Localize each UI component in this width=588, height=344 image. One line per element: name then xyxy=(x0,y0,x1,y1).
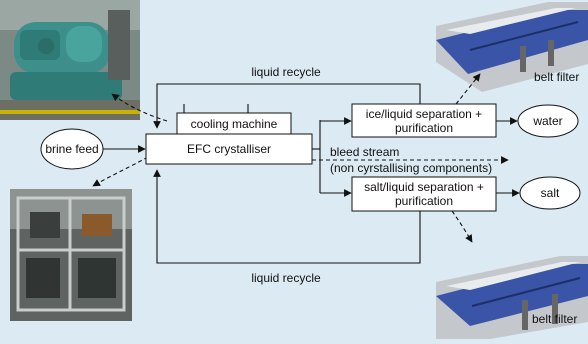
liquid-recycle-top-label: liquid recycle xyxy=(251,65,321,79)
skid-photo-link xyxy=(92,156,149,187)
belt-filter-bottom-photo xyxy=(436,256,588,339)
belt-filter-top-caption: belt filter xyxy=(534,70,579,84)
efc-crystalliser-label: EFC crystalliser xyxy=(187,142,271,156)
belt-filter-top-link xyxy=(455,73,481,105)
belt-filter-bottom-link xyxy=(451,210,473,243)
cooling-machine-node: cooling machine xyxy=(176,112,292,135)
cooling-machine-label: cooling machine xyxy=(191,117,278,131)
belt-filter-top-photo xyxy=(436,2,588,92)
bleed-stream-sublabel: (non cyrstallising components) xyxy=(330,161,492,175)
water-node: water xyxy=(517,104,579,138)
cooling-plant-photo xyxy=(0,0,140,120)
salt-separation-node: salt/liquid separation + purification xyxy=(351,176,497,212)
salt-separation-label-1: salt/liquid separation + xyxy=(364,180,484,194)
efc-crystalliser-node: EFC crystalliser xyxy=(145,133,313,165)
ice-separation-node: ice/liquid separation + purification xyxy=(351,103,497,138)
ice-separation-label-2: purification xyxy=(395,121,453,135)
salt-separation-label-2: purification xyxy=(395,194,453,208)
liquid-recycle-top-arrow xyxy=(153,83,421,129)
brine-feed-label: brine feed xyxy=(45,142,98,156)
salt-label: salt xyxy=(541,186,560,200)
brine-feed-node: brine feed xyxy=(40,128,104,170)
belt-filter-bottom-caption: belt filter xyxy=(532,312,577,326)
water-label: water xyxy=(532,114,562,128)
liquid-recycle-bottom-arrow xyxy=(153,169,421,264)
liquid-recycle-bottom-label: liquid recycle xyxy=(251,271,321,285)
ice-separation-label-1: ice/liquid separation + xyxy=(366,107,482,121)
crystalliser-skid-photo xyxy=(10,189,132,321)
bleed-stream-label: bleed stream xyxy=(330,145,399,159)
cooling-photo-link xyxy=(111,93,168,122)
salt-node: salt xyxy=(519,176,581,210)
